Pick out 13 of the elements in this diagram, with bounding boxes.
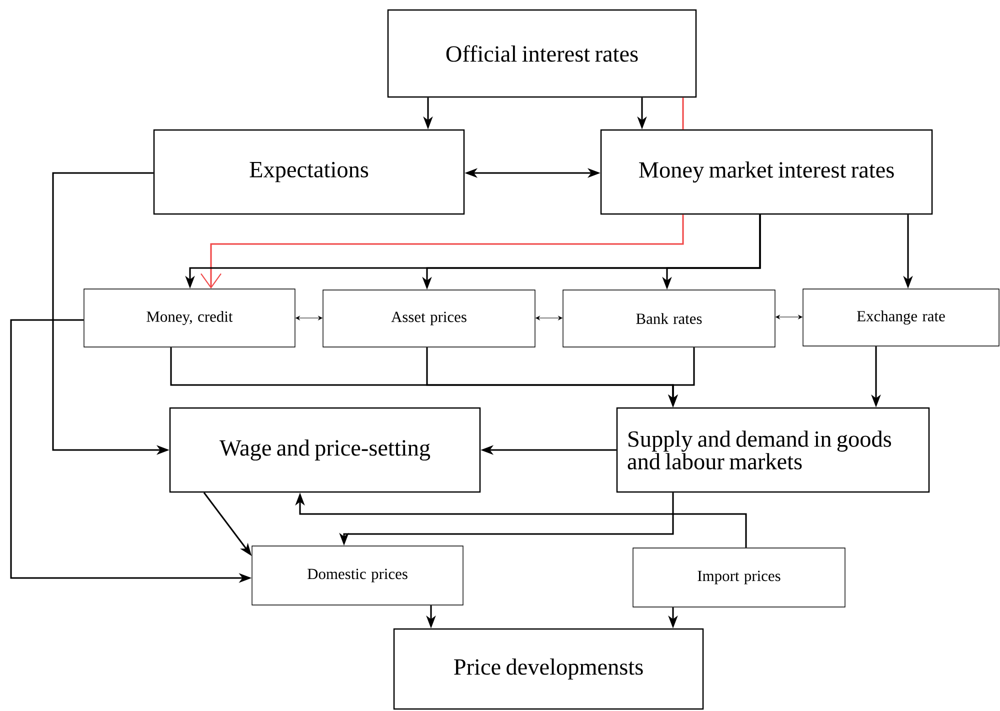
process-box: Wage and price-setting bbox=[169, 407, 481, 493]
process-box: Supply and demand in goods and labour markets bbox=[616, 407, 930, 493]
factor-box: Bank rates bbox=[562, 290, 776, 348]
factor-box: Asset prices bbox=[322, 290, 536, 348]
factor-box: Money, credit bbox=[84, 288, 296, 348]
factor-box: Exchange rate bbox=[802, 288, 1000, 346]
factor-box: Domestic prices bbox=[252, 546, 464, 606]
process-box: Expectations bbox=[153, 129, 465, 215]
process-box: Price developmensts bbox=[393, 628, 704, 710]
factor-box: Import prices bbox=[632, 548, 846, 608]
arrow bbox=[200, 214, 684, 289]
process-box: Official interest rates bbox=[387, 9, 697, 98]
process-box: Money market interest rates bbox=[600, 129, 933, 215]
